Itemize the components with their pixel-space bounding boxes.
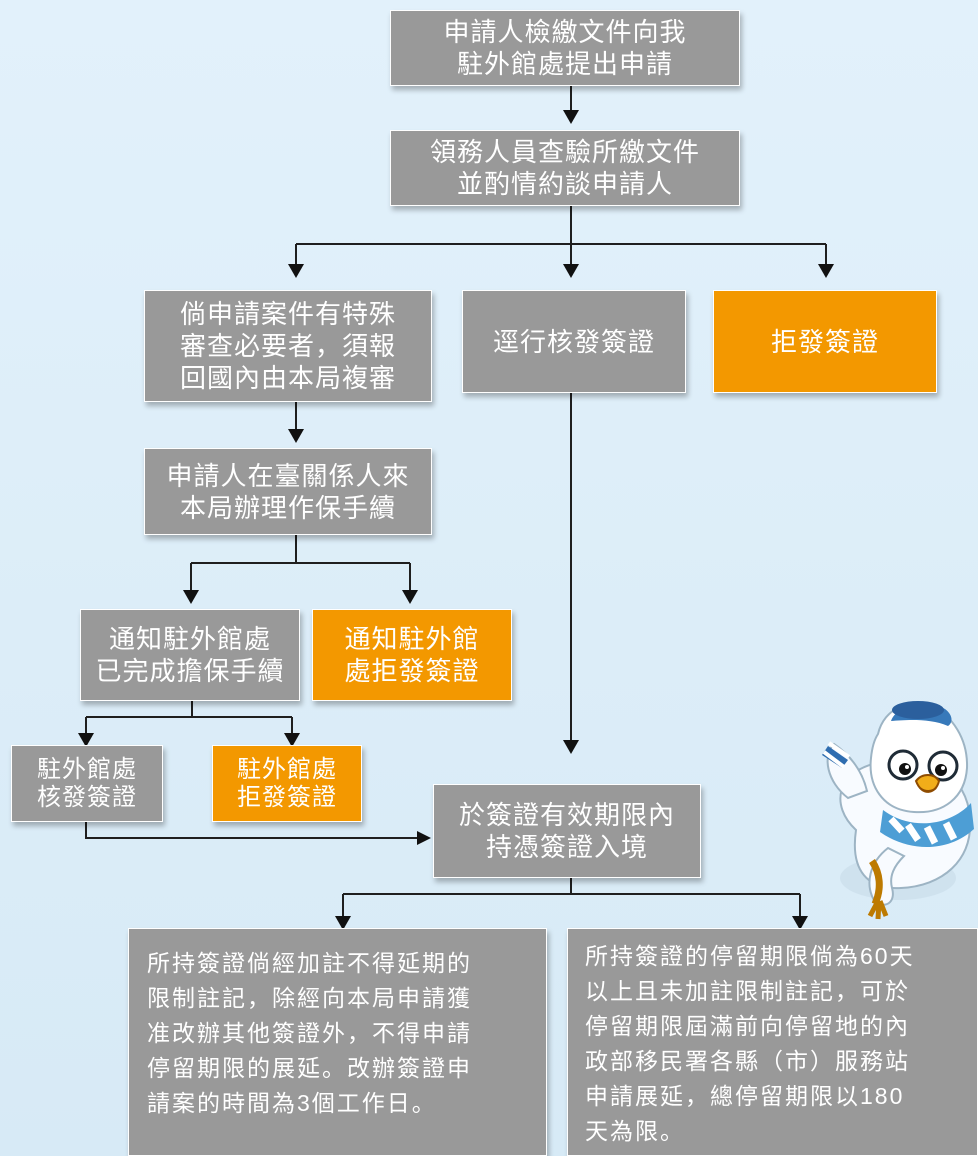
visa-refusal-node: 拒發簽證	[713, 290, 937, 393]
application-start-node: 申請人檢繳文件向我 駐外館處提出申請	[390, 10, 740, 86]
document-review-node: 領務人員查驗所繳文件 並酌情約談申請人	[390, 130, 740, 206]
bird-mascot-icon	[822, 701, 974, 920]
notify-guarantee-completed-node: 通知駐外館處 已完成擔保手續	[80, 609, 300, 701]
arrow-to-notify-done	[183, 590, 199, 604]
arrow-to-special-review	[288, 264, 304, 278]
special-review-text: 倘申請案件有特殊 審查必要者，須報 回國內由本局複審	[179, 299, 396, 393]
arrow-to-entry	[563, 740, 579, 754]
stay-extension-note-text: 所持簽證的停留期限倘為60天 以上且未加註限制註記，可於 停留期限屆滿前向停留地…	[585, 943, 915, 1144]
arrow-mission-issue-entry	[417, 831, 431, 845]
mission-refusal-node: 駐外館處 拒發簽證	[212, 745, 362, 822]
restricted-extension-note-text: 所持簽證倘經加註不得延期的 限制註記，除經向本局申請獲 准改辦其他簽證外，不得申…	[147, 950, 472, 1116]
entry-node: 於簽證有效期限內 持憑簽證入境	[433, 784, 701, 878]
mission-issue-text: 駐外館處 核發簽證	[37, 755, 137, 811]
visa-refusal-text: 拒發簽證	[770, 326, 879, 357]
guarantee-procedure-text: 申請人在臺關係人來 本局辦理作保手續	[166, 460, 410, 523]
connector-notify-mission	[85, 701, 293, 733]
direct-issue-text: 逕行核發簽證	[492, 326, 655, 357]
document-review-text: 領務人員查驗所繳文件 並酌情約談申請人	[429, 137, 700, 199]
direct-issue-node: 逕行核發簽證	[462, 290, 686, 393]
arrow-to-notify-refuse	[402, 590, 418, 604]
stay-extension-note: 所持簽證的停留期限倘為60天 以上且未加註限制註記，可於 停留期限屆滿前向停留地…	[567, 928, 978, 1156]
restricted-extension-note: 所持簽證倘經加註不得延期的 限制註記，除經向本局申請獲 准改辦其他簽證外，不得申…	[128, 928, 547, 1156]
guarantee-procedure-node: 申請人在臺關係人來 本局辦理作保手續	[144, 448, 432, 535]
special-review-node: 倘申請案件有特殊 審查必要者，須報 回國內由本局複審	[144, 290, 432, 402]
arrow-to-guarantee	[288, 429, 304, 443]
notify-refusal-text: 通知駐外館 處拒發簽證	[344, 624, 480, 686]
connector-mission-issue-entry	[85, 822, 424, 839]
arrow-to-review	[563, 110, 579, 124]
connector-guarantee-branches	[190, 535, 411, 590]
mission-refusal-text: 駐外館處 拒發簽證	[237, 755, 337, 811]
mission-issue-node: 駐外館處 核發簽證	[11, 745, 163, 822]
connector-review-branches	[295, 206, 827, 268]
entry-text: 於簽證有效期限內 持憑簽證入境	[458, 800, 675, 862]
connector-entry-notes	[342, 878, 801, 918]
application-start-text: 申請人檢繳文件向我 駐外館處提出申請	[443, 17, 687, 79]
notify-refusal-node: 通知駐外館 處拒發簽證	[312, 609, 512, 701]
arrow-to-refuse	[818, 264, 834, 278]
notify-guarantee-completed-text: 通知駐外館處 已完成擔保手續	[95, 624, 285, 686]
arrow-to-direct-issue	[563, 264, 579, 278]
